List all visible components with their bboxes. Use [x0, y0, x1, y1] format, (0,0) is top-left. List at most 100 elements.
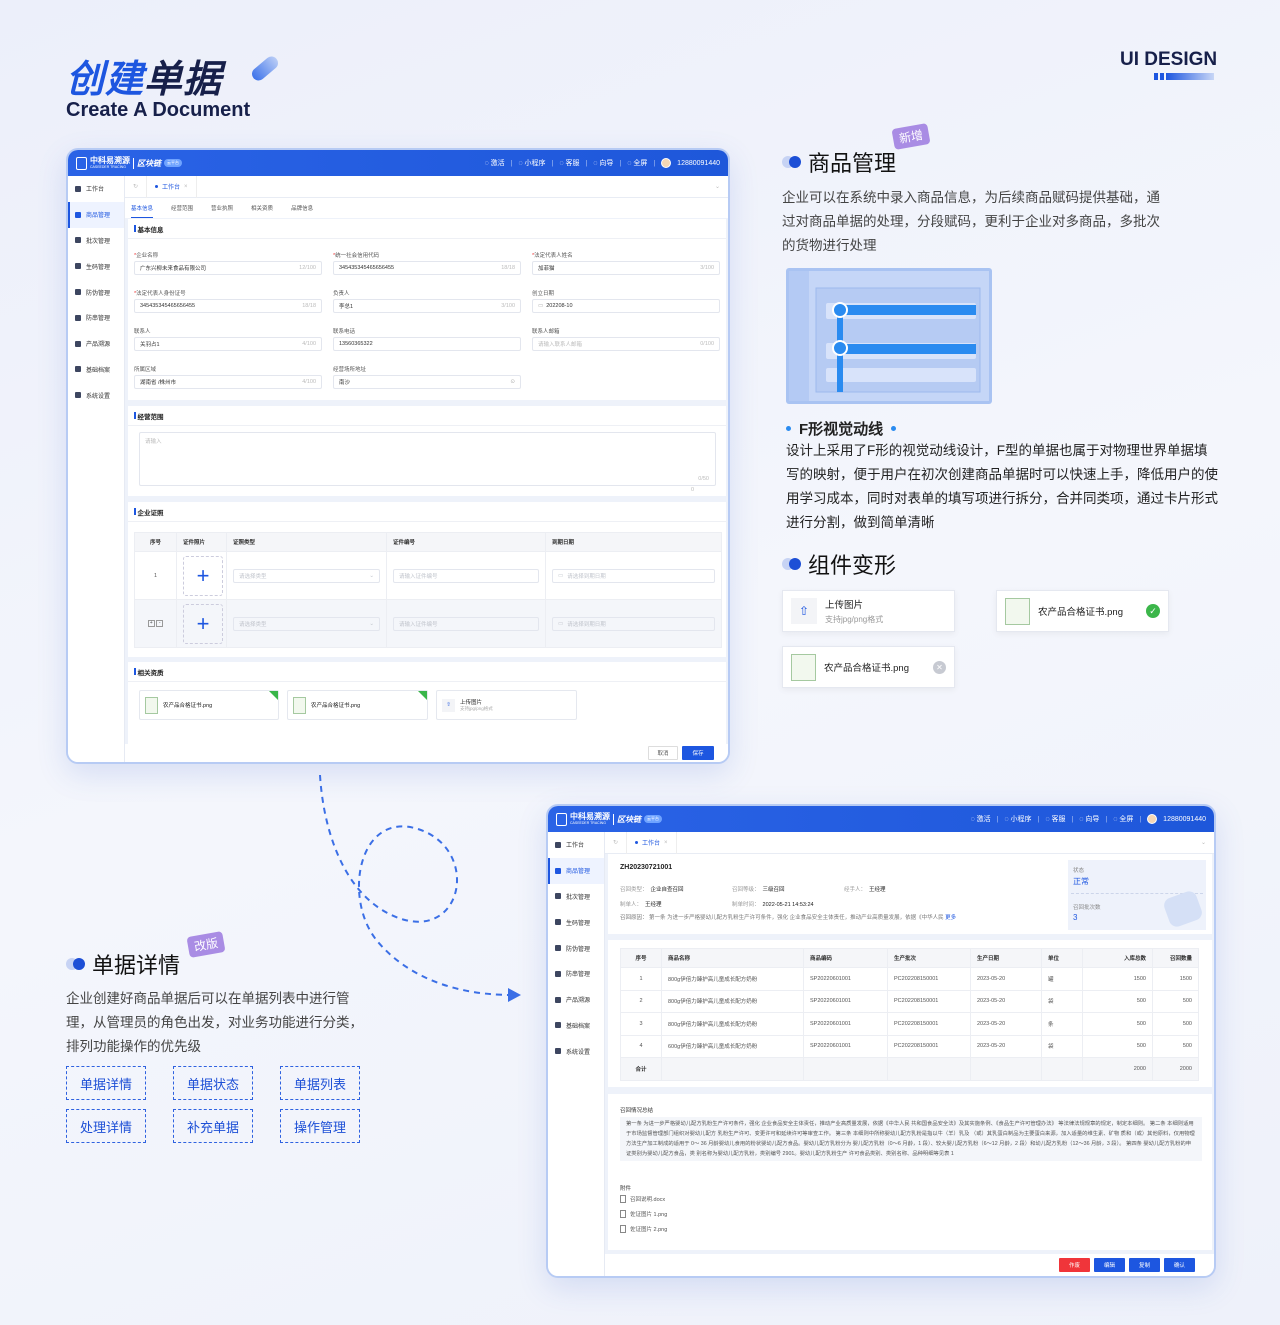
file-card[interactable]: 农产品合格证书.png	[139, 690, 279, 720]
nav-bulb[interactable]: ◌ 激活	[970, 814, 990, 824]
upload-button[interactable]: ⇧上传图片支持jpg/png格式	[436, 690, 577, 720]
sidebar-item[interactable]: 产品溯源	[548, 987, 604, 1013]
nav-fullscreen[interactable]: ◌ 全屏	[1113, 814, 1133, 824]
separator: |	[996, 815, 999, 823]
sidebar-item[interactable]: 系统设置	[548, 1038, 604, 1064]
sidebar-item[interactable]: 商品管理	[68, 201, 124, 228]
copy-button[interactable]: 复制	[1129, 1258, 1160, 1272]
attachment-item[interactable]: 召回说明.docx	[620, 1195, 665, 1203]
field-input[interactable]: 13560365322	[333, 337, 521, 351]
field-input[interactable]: 南沙⊙	[333, 375, 521, 389]
void-button[interactable]: 作废	[1059, 1258, 1090, 1272]
add-row-icon[interactable]: +	[147, 620, 155, 627]
more-link[interactable]: 更多	[945, 915, 957, 921]
number-input[interactable]: 请输入证件编号	[393, 568, 539, 583]
sidebar-label: 商品管理	[86, 213, 111, 220]
sidebar-label: 生码管理	[86, 264, 111, 271]
sidebar-item[interactable]: 商品管理	[548, 857, 604, 884]
sidebar-item[interactable]: 基础档案	[548, 1013, 604, 1039]
field-input[interactable]: ▭202208-10	[532, 299, 720, 313]
save-button[interactable]: 保存	[682, 746, 714, 760]
sidebar-item[interactable]: 批次管理	[68, 228, 124, 254]
add-photo-button[interactable]: +	[183, 555, 223, 596]
sidebar-item[interactable]: 防串管理	[68, 305, 124, 331]
field-value: 广东兴柳未来食品有限公司	[140, 266, 207, 272]
chevron-down-icon[interactable]: ⌄	[1200, 840, 1206, 846]
sidebar-item[interactable]: 批次管理	[548, 884, 604, 910]
attachment-item[interactable]: 佐证图片 1.png	[620, 1210, 667, 1218]
sidebar-item[interactable]: 系统设置	[68, 382, 124, 408]
fullscreen-icon: ◌	[1113, 816, 1120, 823]
attachments-title: 附件	[620, 1186, 632, 1192]
user-phone[interactable]: 12880091440	[677, 159, 720, 167]
sidebar-item[interactable]: 防伪管理	[548, 935, 604, 961]
subtab[interactable]: 基本信息	[131, 199, 154, 218]
sidebar-item[interactable]: 产品溯源	[68, 331, 124, 357]
subtab[interactable]: 营业执照	[211, 206, 234, 212]
close-icon[interactable]: ×	[184, 183, 188, 190]
subtab[interactable]: 相关资质	[251, 206, 274, 212]
number-input[interactable]: 请输入证件编号	[393, 616, 539, 631]
close-icon[interactable]: ×	[664, 839, 668, 846]
date-picker[interactable]: ▭请选择到期日期	[552, 568, 715, 583]
file-card[interactable]: 农产品合格证书.png	[287, 690, 428, 720]
remove-row-icon[interactable]: -	[156, 620, 164, 627]
sidebar-item[interactable]: 生码管理	[68, 253, 124, 279]
refresh-icon[interactable]: ↻	[133, 184, 139, 190]
menu-icon	[75, 211, 81, 218]
nav-headset[interactable]: ◌ 客服	[1045, 814, 1065, 824]
nav-headset[interactable]: ◌ 客服	[559, 158, 579, 168]
close-circle-icon[interactable]: ✕	[933, 660, 946, 674]
scope-textarea[interactable]: 请输入 0/50	[139, 432, 716, 486]
refresh-icon[interactable]: ↻	[613, 840, 619, 846]
sidebar-item[interactable]: 防伪管理	[68, 279, 124, 305]
sidebar-item[interactable]: 生码管理	[548, 909, 604, 935]
cancel-button[interactable]: 取消	[648, 746, 678, 760]
confirm-button[interactable]: 确认	[1164, 1258, 1195, 1272]
type-select[interactable]: 请选择类型⌄	[233, 568, 380, 583]
nav-fullscreen[interactable]: ◌ 全屏	[627, 158, 647, 168]
nav-help[interactable]: ◌ 向导	[593, 158, 613, 168]
attachment-item[interactable]: 佐证图片 2.png	[620, 1225, 667, 1233]
chevron-down-icon[interactable]: ⌄	[714, 184, 720, 190]
sidebar-item[interactable]: 工作台	[548, 832, 604, 858]
chevron-down-icon: ⌄	[369, 620, 374, 627]
type-select[interactable]: 请选择类型⌄	[233, 616, 380, 631]
subtab[interactable]: 品牌信息	[291, 206, 314, 212]
user-phone[interactable]: 12880091440	[1163, 815, 1206, 823]
add-photo-button[interactable]: +	[183, 603, 223, 644]
nav-help[interactable]: ◌ 向导	[1079, 814, 1099, 824]
table-cell: SP20220601001	[803, 989, 888, 1013]
file-success-component[interactable]: 农产品合格证书.png✓	[996, 590, 1169, 632]
sidebar-item[interactable]: 基础档案	[68, 357, 124, 383]
detail-info-card: ZH20230721001 召回类型：企业自查召回召回等级：三级召回经手人：王经…	[608, 854, 1212, 934]
sidebar: 工作台商品管理批次管理生码管理防伪管理防串管理产品溯源基础档案系统设置	[68, 176, 125, 762]
avatar[interactable]	[1147, 814, 1158, 824]
nav-compass[interactable]: ◌ 小程序	[1004, 814, 1031, 824]
date-picker[interactable]: ▭请选择到期日期	[552, 616, 715, 631]
file-removable-component[interactable]: 农产品合格证书.png✕	[782, 646, 955, 688]
tab-workbench[interactable]: 工作台×	[626, 831, 677, 854]
field-value: 关羽占1	[140, 342, 160, 348]
edit-button[interactable]: 编辑	[1094, 1258, 1125, 1272]
sidebar-item[interactable]: 防串管理	[548, 961, 604, 987]
subtab[interactable]: 经营范围	[171, 206, 194, 212]
char-count: 3/100	[700, 265, 714, 271]
upload-component[interactable]: ⇧上传图片支持jpg/png格式	[782, 590, 955, 632]
tab-workbench[interactable]: 工作台×	[146, 175, 197, 198]
nav-compass[interactable]: ◌ 小程序	[518, 158, 545, 168]
nav-bulb[interactable]: ◌ 激活	[484, 158, 504, 168]
avatar[interactable]	[661, 158, 672, 168]
sidebar-item[interactable]: 工作台	[68, 176, 124, 202]
table-cell: 500	[1082, 1034, 1153, 1058]
